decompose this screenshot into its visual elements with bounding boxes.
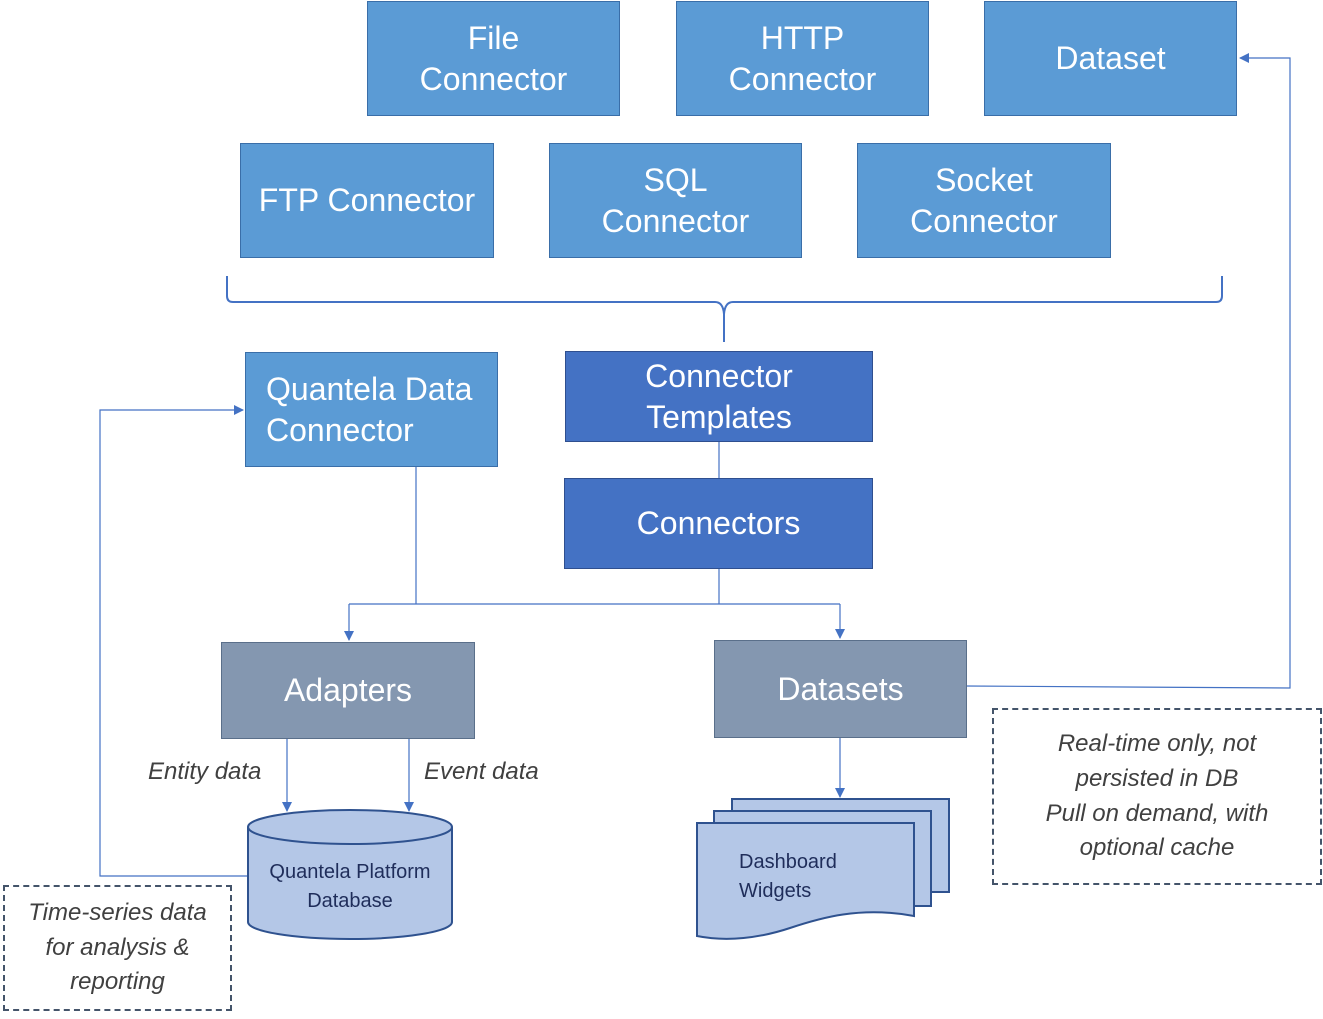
dashboard-widgets-label: Dashboard Widgets — [739, 851, 837, 902]
realtime-note: Real-time only, not persisted in DB Pull… — [992, 708, 1322, 885]
connector-templates-box: Connector Templates — [565, 351, 873, 442]
dashboard-widgets-shape — [696, 798, 950, 940]
timeseries-note: Time-series data for analysis & reportin… — [3, 885, 232, 1011]
grouping-brace — [226, 276, 1223, 342]
ftp-connector-box: FTP Connector — [240, 143, 494, 258]
datasets-box: Datasets — [714, 640, 967, 738]
entity-data-label: Entity data — [148, 758, 262, 785]
database-cylinder — [247, 809, 453, 940]
feedback-loop-line — [99, 405, 248, 877]
connectors-box: Connectors — [564, 478, 873, 569]
sql-connector-box: SQL Connector — [549, 143, 802, 258]
file-connector-box: File Connector — [367, 1, 620, 116]
realtime-loop-line — [964, 53, 1291, 689]
http-connector-box: HTTP Connector — [676, 1, 929, 116]
event-data-label: Event data — [424, 758, 539, 785]
socket-connector-box: Socket Connector — [857, 143, 1111, 258]
dataset-connector-box: Dataset — [984, 1, 1237, 116]
database-label: Quantela Platform Database — [269, 861, 431, 912]
adapters-box: Adapters — [221, 642, 475, 739]
quantela-data-connector-box: Quantela Data Connector — [245, 352, 498, 467]
